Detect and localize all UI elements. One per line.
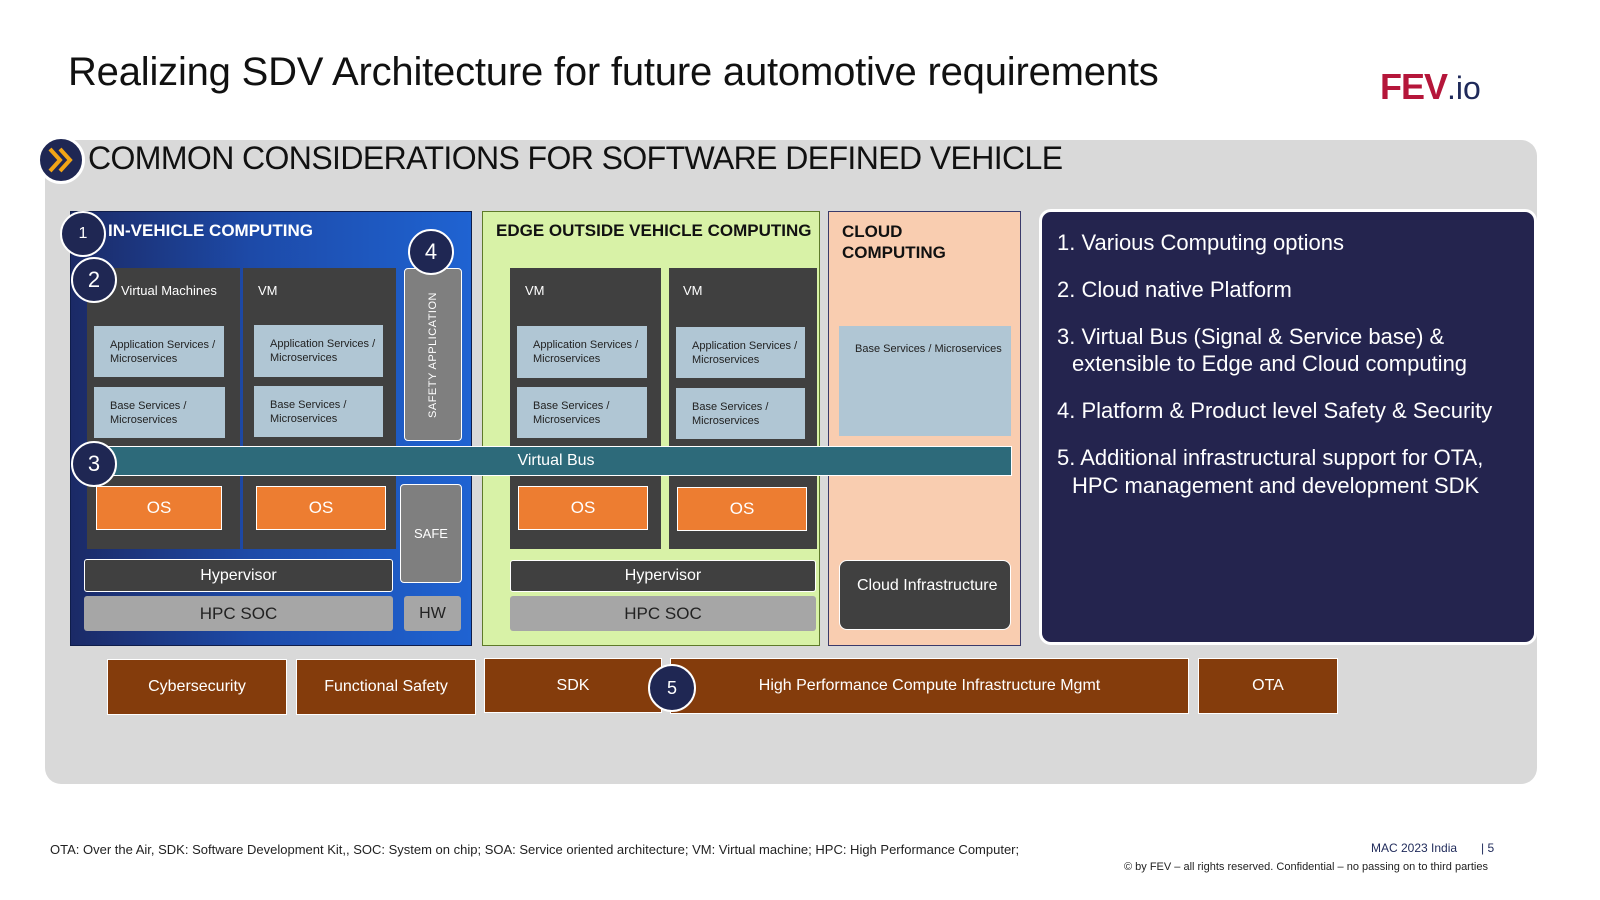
hpc-mgmt-box: High Performance Compute Infrastructure … xyxy=(670,658,1189,714)
key-points-box xyxy=(1039,209,1537,645)
app-services-box: Application Services / Microservices xyxy=(676,327,805,378)
sdk-box: SDK xyxy=(484,658,662,713)
app-services-box: Application Services / Microservices xyxy=(254,325,383,377)
fev-logo: FEV .io xyxy=(1380,66,1510,112)
hw-box: HW xyxy=(404,596,461,631)
key-point-4: 4. Platform & Product level Safety & Sec… xyxy=(1057,398,1493,423)
cloud-title: CLOUD COMPUTING xyxy=(842,222,946,262)
in-vehicle-title: IN-VEHICLE COMPUTING xyxy=(108,221,313,240)
logo-main-text: FEV xyxy=(1380,66,1448,107)
chevron-right-icon xyxy=(37,136,85,184)
event-label: MAC 2023 India xyxy=(1371,841,1458,855)
hpc-soc-box: HPC SOC xyxy=(510,596,816,631)
os-box: OS xyxy=(677,487,807,531)
app-services-box: Application Services / Microservices xyxy=(517,326,647,378)
base-services-box: Base Services / Microservices xyxy=(676,388,805,439)
base-services-box: Base Services / Microservices xyxy=(254,386,383,437)
safety-application-box: SAFETY APPLICATION xyxy=(404,268,462,441)
marker-2: 2 xyxy=(71,257,117,303)
virtual-bus: Virtual Bus xyxy=(100,446,1012,476)
base-services-box: Base Services / Microservices xyxy=(517,387,647,438)
os-box: OS xyxy=(96,486,222,530)
copyright: © by FEV – all rights reserved. Confiden… xyxy=(1124,861,1488,873)
logo-suffix-text: .io xyxy=(1447,70,1481,106)
app-services-box: Application Services / Microservices xyxy=(94,326,224,377)
cloud-infrastructure-box: Cloud Infrastructure xyxy=(839,560,1011,630)
functional-safety-box: Functional Safety xyxy=(296,659,476,715)
safety-application-label: SAFETY APPLICATION xyxy=(427,291,439,418)
key-point-5-continued: HPC management and development SDK xyxy=(1072,473,1480,498)
cybersecurity-box: Cybersecurity xyxy=(107,659,287,715)
marker-4: 4 xyxy=(408,229,454,275)
hypervisor-box: Hypervisor xyxy=(510,560,816,592)
slide-title: Realizing SDV Architecture for future au… xyxy=(68,50,1159,94)
key-point-2: 2. Cloud native Platform xyxy=(1057,277,1292,302)
footnote: OTA: Over the Air, SDK: Software Develop… xyxy=(50,842,1020,857)
marker-5: 5 xyxy=(648,664,696,712)
cloud-base-services-box: Base Services / Microservices xyxy=(839,326,1011,436)
vm-label: VM xyxy=(525,283,545,298)
vm-label: VM xyxy=(258,283,278,298)
key-point-1: 1. Various Computing options xyxy=(1057,230,1344,255)
key-point-3-continued: extensible to Edge and Cloud computing xyxy=(1072,351,1468,376)
os-box: OS xyxy=(256,486,386,530)
vm-label: Virtual Machines xyxy=(121,283,217,298)
marker-3: 3 xyxy=(71,441,117,487)
key-point-5: 5. Additional infrastructural support fo… xyxy=(1057,445,1484,470)
hpc-soc-box: HPC SOC xyxy=(84,596,393,631)
safe-box: SAFE xyxy=(400,484,462,583)
key-point-3: 3. Virtual Bus (Signal & Service base) & xyxy=(1057,324,1445,349)
edge-title: EDGE OUTSIDE VEHICLE COMPUTING xyxy=(496,221,812,240)
hypervisor-box: Hypervisor xyxy=(84,559,393,592)
marker-1: 1 xyxy=(60,211,106,257)
os-box: OS xyxy=(518,486,648,530)
ota-box: OTA xyxy=(1198,658,1338,714)
vm-label: VM xyxy=(683,283,703,298)
base-services-box: Base Services / Microservices xyxy=(94,387,225,438)
page-number: | 5 xyxy=(1481,841,1495,855)
section-heading: COMMON CONSIDERATIONS FOR SOFTWARE DEFIN… xyxy=(88,140,1063,176)
